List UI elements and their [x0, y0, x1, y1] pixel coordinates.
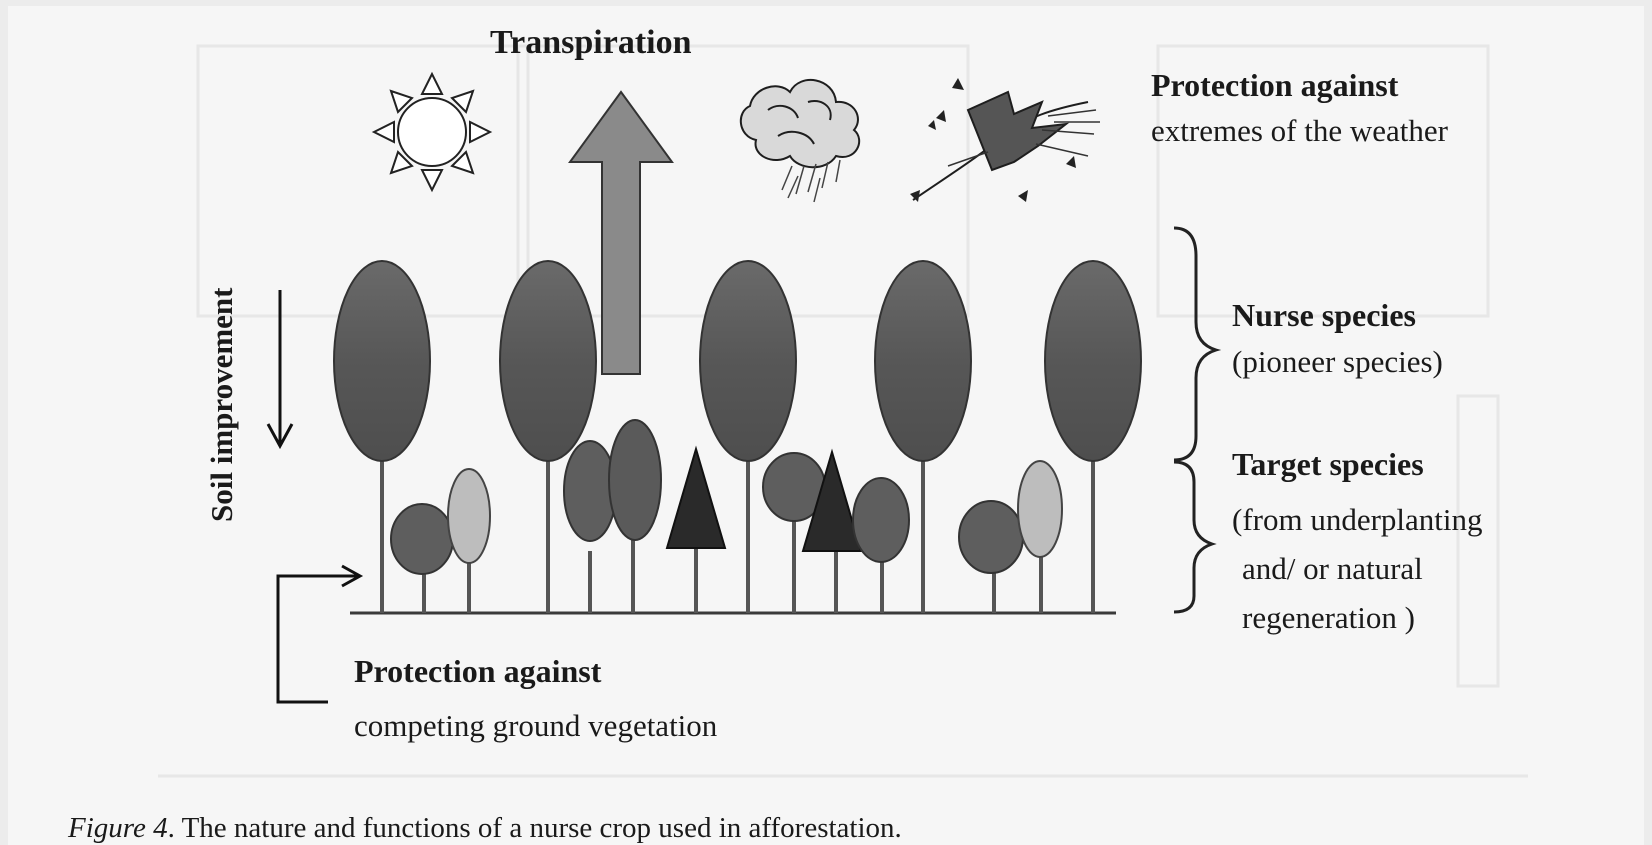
soil-improvement-label: Soil improvement [204, 287, 239, 522]
nurse-tree [700, 261, 796, 461]
nurse-species-title: Nurse species [1232, 297, 1416, 333]
ground-protection-sub: competing ground vegetation [354, 708, 718, 743]
soil-arrow [268, 290, 292, 446]
weather-protection-sub: extremes of the weather [1151, 113, 1449, 148]
nurse-crop-diagram: Transpiration Protection against extreme… [8, 6, 1644, 845]
sun-icon [374, 74, 490, 190]
transpiration-label: Transpiration [490, 24, 692, 61]
wind-gust-icon [910, 78, 1100, 202]
target-tree [853, 478, 909, 562]
target-species-title: Target species [1232, 446, 1424, 482]
storm-cloud-icon [741, 80, 859, 202]
figure-caption: Figure 4. The nature and functions of a … [68, 812, 1628, 845]
weather-protection-title: Protection against [1151, 67, 1399, 103]
nurse-tree [334, 261, 430, 461]
nurse-tree [500, 261, 596, 461]
target-tree [448, 469, 490, 563]
nurse-tree [1045, 261, 1141, 461]
target-tree [391, 504, 453, 574]
target-brace [1174, 462, 1212, 612]
target-species-sub-1: (from underplanting [1232, 502, 1483, 537]
target-conifer [667, 449, 725, 548]
nurse-brace [1174, 228, 1216, 460]
figure-number: Figure 4 [68, 812, 168, 844]
target-tree [959, 501, 1023, 573]
nurse-species-trees [334, 261, 1141, 613]
nurse-species-sub: (pioneer species) [1232, 344, 1443, 379]
target-tree [564, 441, 616, 541]
target-tree [609, 420, 661, 540]
ground-protection-title: Protection against [354, 653, 602, 689]
small-tree-stems [424, 486, 1041, 613]
figure-page: Transpiration Protection against extreme… [8, 6, 1644, 845]
target-species-sub-2: and/ or natural [1242, 551, 1423, 586]
target-species-sub-3: regeneration ) [1242, 600, 1415, 635]
ground-bracket-arrow [278, 566, 360, 702]
caption-text: . The nature and functions of a nurse cr… [168, 812, 902, 844]
nurse-tree [875, 261, 971, 461]
target-tree [1018, 461, 1062, 557]
